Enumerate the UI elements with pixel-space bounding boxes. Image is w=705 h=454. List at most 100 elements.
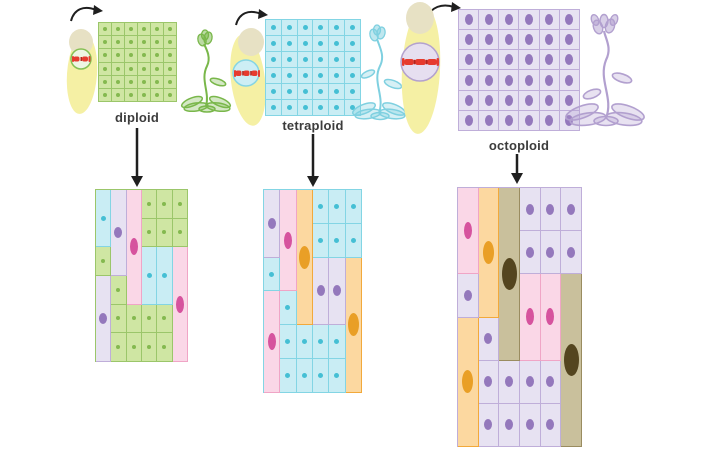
cell bbox=[281, 84, 298, 100]
nucleus bbox=[147, 230, 152, 235]
cell bbox=[345, 257, 362, 393]
cell bbox=[266, 52, 282, 68]
nucleus bbox=[283, 231, 292, 249]
cell bbox=[164, 62, 177, 76]
nucleus bbox=[525, 376, 534, 388]
cell bbox=[141, 304, 158, 334]
chromosomes-icon bbox=[234, 70, 260, 77]
nucleus bbox=[504, 34, 513, 46]
cell bbox=[479, 50, 500, 71]
cell bbox=[329, 359, 346, 393]
cell bbox=[478, 188, 500, 318]
nucleus bbox=[350, 25, 356, 30]
down-arrow-icon bbox=[131, 128, 143, 187]
nucleus bbox=[270, 41, 276, 46]
cell bbox=[151, 62, 164, 76]
cell bbox=[329, 68, 346, 84]
nucleus bbox=[525, 246, 534, 258]
cell bbox=[313, 190, 330, 224]
nucleus bbox=[545, 74, 554, 86]
nucleus bbox=[525, 54, 534, 66]
tetraploid-label: tetraploid bbox=[282, 118, 344, 133]
cell bbox=[111, 304, 127, 334]
nucleus bbox=[101, 259, 106, 264]
nucleus bbox=[525, 34, 534, 46]
cell bbox=[297, 68, 314, 84]
cell bbox=[329, 84, 346, 100]
cell bbox=[280, 325, 297, 360]
cell bbox=[266, 100, 282, 116]
nucleus bbox=[302, 73, 308, 78]
nucleus bbox=[464, 114, 473, 126]
cell bbox=[540, 274, 562, 361]
nucleus bbox=[302, 25, 308, 30]
diploid-tissue-grid bbox=[98, 22, 177, 102]
cell bbox=[297, 84, 314, 100]
nucleus bbox=[463, 289, 472, 301]
nucleus bbox=[484, 419, 493, 431]
nucleus bbox=[116, 53, 120, 58]
nucleus bbox=[546, 203, 555, 215]
cell bbox=[345, 20, 361, 36]
cell bbox=[96, 275, 112, 362]
cell bbox=[164, 36, 177, 50]
cell bbox=[164, 23, 177, 37]
cell bbox=[281, 68, 298, 84]
nucleus bbox=[286, 25, 292, 30]
nucleus bbox=[525, 14, 534, 26]
cell bbox=[559, 90, 580, 111]
nucleus bbox=[147, 201, 152, 206]
cell bbox=[479, 70, 500, 91]
cell bbox=[111, 275, 127, 305]
cell bbox=[345, 52, 361, 68]
nucleus bbox=[116, 345, 121, 350]
nucleus bbox=[129, 27, 133, 32]
cell bbox=[499, 110, 520, 131]
cell bbox=[280, 190, 297, 292]
cell bbox=[519, 70, 540, 91]
cell bbox=[499, 360, 520, 404]
cell bbox=[157, 190, 173, 219]
nucleus bbox=[316, 285, 325, 297]
nucleus bbox=[484, 34, 493, 46]
cell bbox=[99, 88, 112, 102]
nucleus bbox=[318, 89, 324, 94]
nucleus bbox=[318, 41, 324, 46]
cell bbox=[264, 190, 281, 258]
nucleus bbox=[545, 94, 554, 106]
chromosomes-icon bbox=[402, 58, 439, 66]
cell bbox=[126, 190, 142, 305]
nucleus bbox=[567, 246, 576, 258]
cell bbox=[164, 49, 177, 63]
cell bbox=[519, 50, 540, 71]
nucleus bbox=[302, 89, 308, 94]
cell bbox=[125, 88, 138, 102]
nucleus bbox=[129, 79, 133, 84]
cell bbox=[345, 190, 362, 224]
cell bbox=[478, 360, 500, 404]
nucleus bbox=[147, 345, 152, 350]
mother-cell-illustration bbox=[66, 29, 98, 114]
cell bbox=[561, 274, 582, 447]
nucleus bbox=[267, 217, 276, 229]
nucleus bbox=[155, 66, 159, 71]
nucleus bbox=[484, 333, 493, 345]
nucleus bbox=[504, 114, 513, 126]
nucleus bbox=[129, 66, 133, 71]
cell bbox=[345, 84, 361, 100]
octoploid-mosaic-grid bbox=[457, 187, 582, 447]
tetraploid-plant-icon bbox=[351, 24, 407, 121]
cell bbox=[112, 23, 125, 37]
nucleus bbox=[286, 57, 292, 62]
cell bbox=[313, 52, 330, 68]
cell bbox=[172, 247, 188, 362]
nucleus bbox=[347, 313, 359, 337]
cell bbox=[266, 20, 282, 36]
nucleus bbox=[546, 419, 555, 431]
cell bbox=[99, 23, 112, 37]
cell bbox=[519, 274, 541, 361]
cell bbox=[561, 231, 582, 275]
nucleus bbox=[147, 316, 152, 321]
down-arrow-icon bbox=[511, 154, 523, 184]
nucleus bbox=[482, 240, 494, 264]
